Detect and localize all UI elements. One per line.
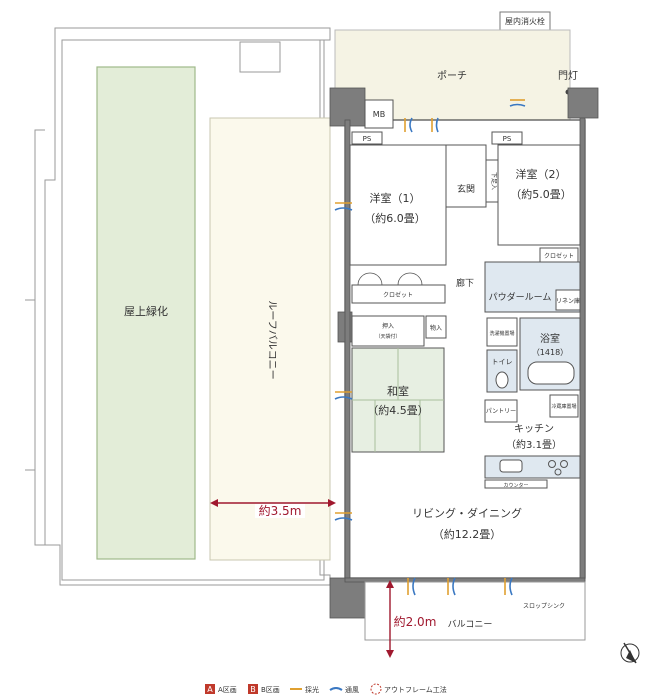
shoe-box-label: 下足入 xyxy=(490,172,497,190)
roof-depth-text: 約3.5m xyxy=(259,503,302,518)
kitchen-size: （約3.1畳） xyxy=(506,438,562,451)
kitchen-name: キッチン xyxy=(514,423,554,435)
ld-name: リビング・ダイニング xyxy=(412,506,522,520)
western-room-2-name: 洋室（2） xyxy=(516,167,567,181)
powder-room-label: パウダールーム xyxy=(489,291,552,303)
balcony-depth-dimension: 約2.0m xyxy=(386,580,436,658)
legend-outframe-label: アウトフレーム工法 xyxy=(384,685,447,694)
western-room-2 xyxy=(497,144,581,246)
oshiire xyxy=(351,315,425,347)
mb-box xyxy=(364,99,394,129)
counter xyxy=(484,479,548,489)
balcony-label: バルコニー xyxy=(448,619,493,630)
oshiire-label: 押入 xyxy=(382,322,394,330)
entrance xyxy=(445,144,487,208)
hallway-label: 廊下 xyxy=(456,277,474,289)
mb-label: MB xyxy=(373,110,385,119)
bath-size: （1418） xyxy=(532,348,568,357)
legend: A A区画 B B区画 採光 通風 アウトフレーム工法 xyxy=(205,683,447,695)
legend-outframe-swatch xyxy=(370,683,382,695)
slop-sink-label: スロップシンク xyxy=(523,603,565,610)
rooftop-greening xyxy=(96,66,196,560)
roof-balcony xyxy=(209,117,331,561)
washitsu xyxy=(351,347,445,453)
rooftop-greening-label: 屋上緑化 xyxy=(124,304,168,318)
ps-label-2: PS xyxy=(503,135,512,143)
ps-box-2 xyxy=(491,131,523,145)
window-markers xyxy=(334,99,526,596)
legend-wind-label: 通風 xyxy=(345,685,359,694)
pantry-label: パントリー xyxy=(486,408,516,415)
legend-b-badge-text: B xyxy=(250,685,256,694)
legend-light-label: 採光 xyxy=(305,685,319,694)
closet-2-label: クロゼット xyxy=(544,252,574,260)
bath-name: 浴室 xyxy=(540,332,560,345)
western-room-1-size: （約6.0畳） xyxy=(364,211,426,225)
bathtub-icon xyxy=(527,361,575,385)
indoor-hydrant-label: 屋内消火栓 xyxy=(505,16,545,26)
storage xyxy=(425,315,447,339)
legend-b-badge xyxy=(248,684,258,694)
fridge xyxy=(549,394,579,418)
sink-icon xyxy=(499,459,523,473)
ps-box-1 xyxy=(351,131,383,145)
roof-depth-dimension: 約3.5m xyxy=(210,499,336,518)
oshiire-sub-label: （天袋付） xyxy=(375,333,400,340)
toilet-icon xyxy=(495,371,509,389)
laundry-label: 洗濯機置場 xyxy=(489,330,514,337)
legend-b-label: B区画 xyxy=(261,686,280,694)
legend-a-badge xyxy=(205,684,215,694)
north-arrow-icon xyxy=(620,642,640,664)
western-room-1-name: 洋室（1） xyxy=(370,191,421,205)
porch-label: ポーチ xyxy=(437,70,467,82)
legend-a-badge-text: A xyxy=(207,685,213,694)
storage-label: 物入 xyxy=(430,324,442,332)
washitsu-size: （約4.5畳） xyxy=(367,403,429,417)
linen-label: リネン庫 xyxy=(556,297,580,305)
toilet-label: トイレ xyxy=(492,358,513,366)
stove-icon xyxy=(548,460,568,476)
balcony-depth-text: 約2.0m xyxy=(394,614,437,629)
linen xyxy=(555,289,581,311)
counter-label: カウンター xyxy=(503,482,528,489)
washitsu-name: 和室 xyxy=(387,384,409,398)
legend-a-label: A区画 xyxy=(218,686,237,694)
legend-wind-swatch xyxy=(329,687,343,691)
closet-1 xyxy=(351,284,446,304)
western-room-1 xyxy=(349,144,447,266)
ps-label-1: PS xyxy=(363,135,372,143)
pantry xyxy=(484,399,518,423)
balcony xyxy=(364,581,586,641)
ld-size: （約12.2畳） xyxy=(433,527,502,541)
closet-1-doors xyxy=(357,272,423,286)
entrance-label: 玄関 xyxy=(457,183,475,195)
roof-balcony-label: ルーフバルコニー xyxy=(266,300,278,379)
laundry xyxy=(486,317,518,347)
gate-light-label: 門灯 xyxy=(558,70,578,82)
western-room-2-size: （約5.0畳） xyxy=(510,187,572,201)
closet-1-label: クロゼット xyxy=(383,291,413,299)
fridge-label: 冷蔵庫置場 xyxy=(551,403,576,410)
